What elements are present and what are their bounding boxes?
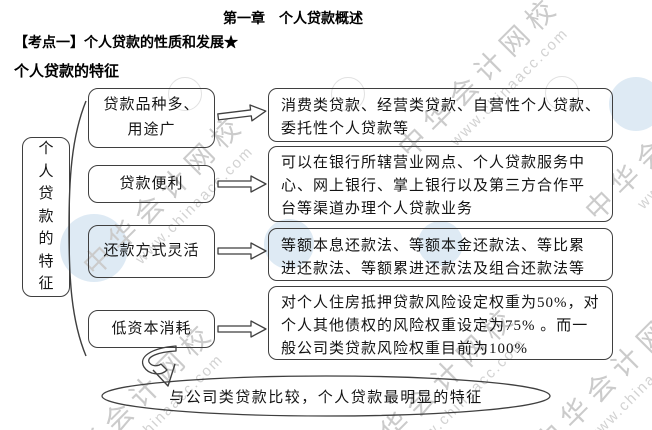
- block-arrow-4: [217, 320, 267, 338]
- conclusion-label: 与公司类贷款比较，个人贷款最明显的特征: [169, 390, 483, 406]
- block-arrow-3: [217, 242, 267, 260]
- branch-label: 用途广: [127, 122, 176, 138]
- block-arrow-1: [217, 104, 267, 122]
- root-brace-connector: [68, 100, 87, 357]
- watermark-logo-circle: [609, 77, 652, 131]
- detail-line: 可以在银行所辖营业网点、个人贷款服务中: [281, 155, 586, 171]
- root-node-box: 个人贷款的特征: [22, 137, 70, 297]
- detail-box-2: 可以在银行所辖营业网点、个人贷款服务中 心、网上银行、掌上银行以及第三方合作平 …: [268, 146, 613, 222]
- branch-box-4: 低资本消耗: [88, 310, 215, 348]
- detail-line: 般公司类贷款风险权重目前为100%: [281, 341, 528, 357]
- detail-line: 个人其他债权的风险权重设定为75% 。而一: [281, 318, 589, 334]
- chapter-title: 第一章 个人贷款概述: [223, 10, 363, 26]
- detail-line: 进还款法、等额累进还款法及组合还款法等: [281, 261, 586, 277]
- detail-line: 消费类贷款、经营类贷款、自营性个人贷款、: [281, 98, 602, 114]
- branch-label: 贷款品种多、: [103, 97, 200, 113]
- detail-line: 台等渠道办理个人贷款业务: [281, 201, 474, 217]
- detail-line: 等额本息还款法、等额本金还款法、等比累: [281, 238, 586, 254]
- curved-down-arrow: [141, 345, 177, 375]
- branch-box-3: 还款方式灵活: [88, 225, 215, 278]
- detail-box-4: 对个人住房抵押贷款风险设定权重为50%，对 个人其他债权的风险权重设定为75% …: [268, 286, 613, 360]
- branch-label: 还款方式灵活: [103, 243, 200, 259]
- root-node-label: 个人贷款的特征: [38, 141, 54, 293]
- detail-line: 对个人住房抵押贷款风险设定权重为50%，对: [281, 295, 600, 311]
- branch-label: 贷款便利: [119, 175, 184, 192]
- branch-label: 低资本消耗: [111, 320, 192, 337]
- detail-line: 心、网上银行、掌上银行以及第三方合作平: [281, 178, 586, 194]
- section-heading: 个人贷款的特征: [14, 63, 120, 80]
- detail-box-3: 等额本息还款法、等额本金还款法、等比累 进还款法、等额累进还款法及组合还款法等: [268, 228, 613, 281]
- detail-box-1: 消费类贷款、经营类贷款、自营性个人贷款、 委托性个人贷款等: [268, 88, 613, 142]
- branch-box-2: 贷款便利: [88, 165, 215, 203]
- branch-box-1: 贷款品种多、 用途广: [88, 88, 215, 148]
- curved-down-arrowhead: [152, 363, 176, 387]
- exam-point-heading: 【考点一】个人贷款的性质和发展★: [14, 34, 238, 50]
- detail-line: 委托性个人贷款等: [281, 121, 410, 137]
- block-arrow-2: [217, 175, 267, 193]
